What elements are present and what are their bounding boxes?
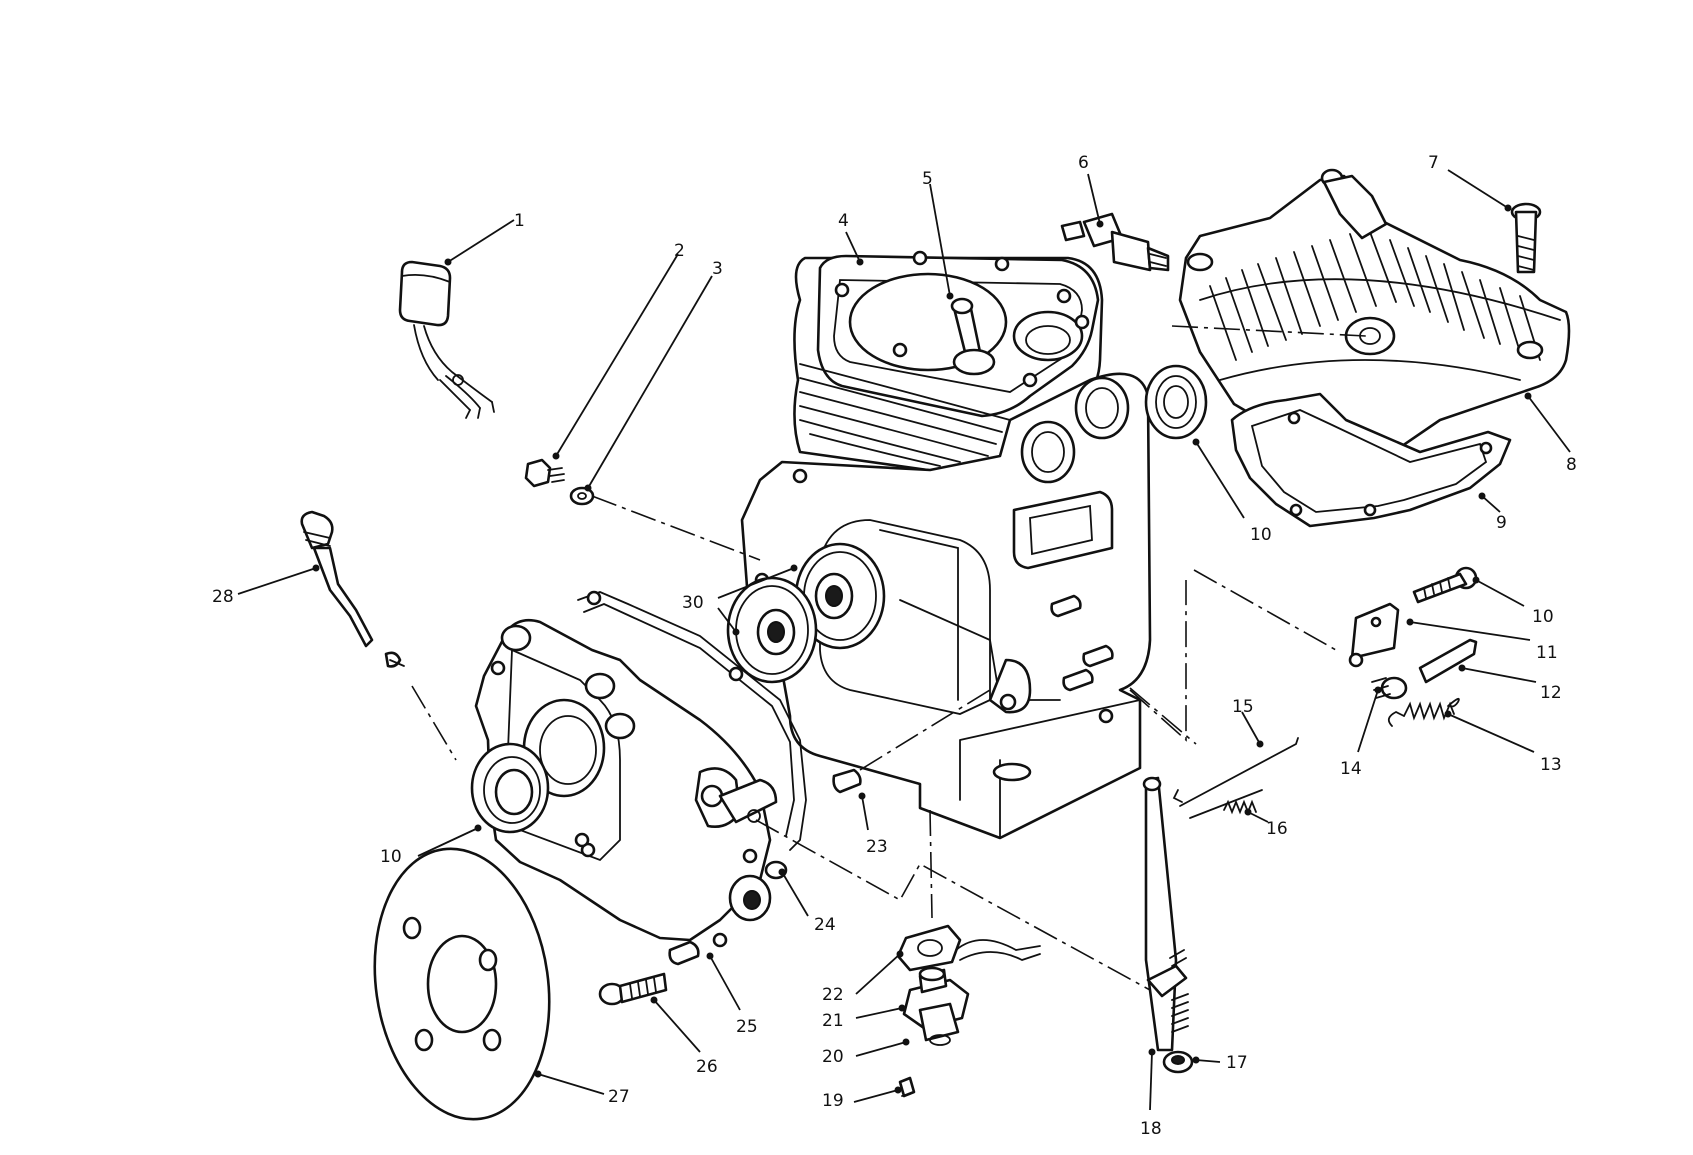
governor-bracket-part xyxy=(1348,602,1400,668)
governor-bolt-part xyxy=(1412,566,1478,604)
callout-21: 20 xyxy=(822,1047,844,1067)
callout-26: 25 xyxy=(736,1017,758,1037)
callout-2: 2 xyxy=(674,241,685,261)
cylinder-head-part xyxy=(1178,168,1571,472)
callout-25: 24 xyxy=(814,915,836,935)
callout-20: 19 xyxy=(822,1091,844,1111)
ignition-module-part xyxy=(398,260,495,419)
callout-27: 26 xyxy=(696,1057,718,1077)
callout-13: 12 xyxy=(1540,683,1562,703)
callout-19: 18 xyxy=(1140,1119,1162,1139)
callout-5: 5 xyxy=(922,169,933,189)
callout-9: 9 xyxy=(1496,513,1507,533)
disc-plate-part xyxy=(373,847,551,1121)
flange-bolt-part xyxy=(598,972,668,1006)
bearings-part xyxy=(726,542,886,684)
callout-24: 23 xyxy=(866,837,888,857)
callout-30: 30 xyxy=(682,593,704,613)
callout-12: 11 xyxy=(1536,643,1558,663)
head-bolt-part xyxy=(1510,202,1542,274)
callout-29: 28 xyxy=(212,587,234,607)
callout-23: 22 xyxy=(822,985,844,1005)
crankcase-cover-part xyxy=(470,618,778,966)
callout-11: 10 xyxy=(1532,607,1554,627)
callout-6: 6 xyxy=(1078,153,1089,173)
oil-seal-top-part xyxy=(1144,364,1208,440)
callout-8: 8 xyxy=(1566,455,1577,475)
oil-switch-assembly-part xyxy=(896,924,1041,1098)
callout-1: 1 xyxy=(514,211,525,231)
callout-17: 16 xyxy=(1266,819,1288,839)
cylinder-block-part xyxy=(793,250,1104,474)
governor-arm-part xyxy=(1142,776,1189,1052)
callout-7: 7 xyxy=(1428,153,1439,173)
crankcase-gasket-part xyxy=(577,590,807,851)
spark-plug-part xyxy=(1060,212,1170,272)
callout-4: 4 xyxy=(838,211,849,231)
nut-part xyxy=(1162,1050,1194,1074)
exploded-center-lines xyxy=(411,325,1367,991)
callout-10-top: 10 xyxy=(1250,525,1272,545)
callout-labels: 1 2 3 4 5 6 7 8 9 10 10 11 12 13 14 15 1… xyxy=(212,153,1577,1139)
dipstick-part xyxy=(300,510,405,668)
callout-14: 13 xyxy=(1540,755,1562,775)
callout-15: 14 xyxy=(1340,759,1362,779)
callout-18: 17 xyxy=(1226,1053,1248,1073)
callout-22: 21 xyxy=(822,1011,844,1031)
callout-leaders xyxy=(237,169,1571,1111)
callout-3: 3 xyxy=(712,259,723,279)
callout-10-bottom: 10 xyxy=(380,847,402,867)
head-gasket-part xyxy=(1230,392,1512,528)
crankcase-part xyxy=(740,372,1152,840)
dowel-pin-part xyxy=(832,768,862,794)
callout-16: 15 xyxy=(1232,697,1254,717)
governor-lever-part xyxy=(1418,638,1478,684)
callout-28: 27 xyxy=(608,1087,630,1107)
link-rod-part xyxy=(1172,737,1299,819)
bolt-and-washer-part xyxy=(524,458,595,506)
